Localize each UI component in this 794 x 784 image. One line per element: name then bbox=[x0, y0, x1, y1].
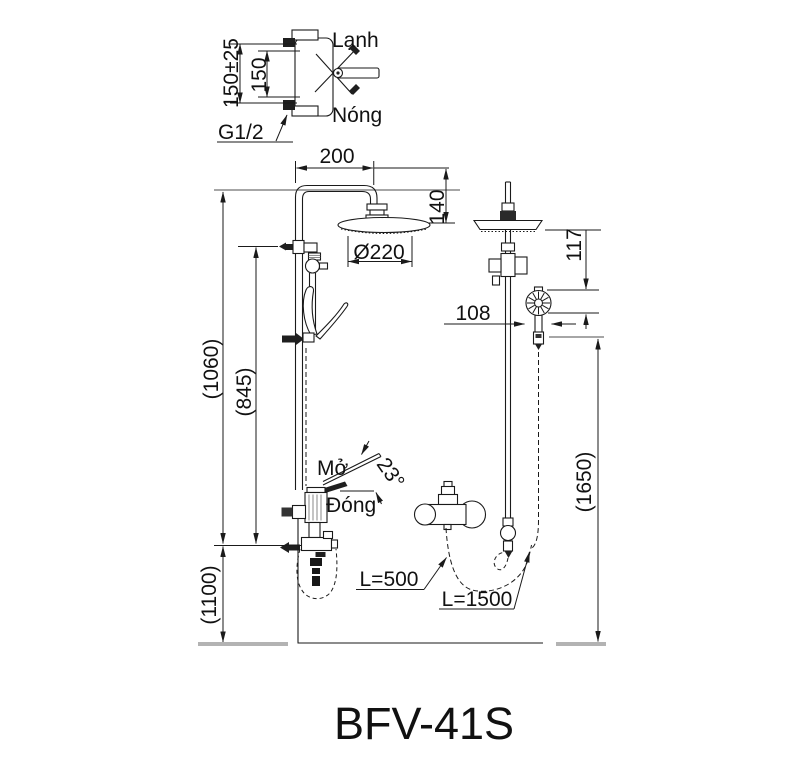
hose-short-label: L=500 bbox=[360, 568, 419, 591]
close-label: Đóng bbox=[326, 494, 376, 517]
floor-line bbox=[198, 642, 606, 646]
cold-label: Lạnh bbox=[332, 29, 379, 52]
hand-shower-side bbox=[525, 286, 552, 350]
overhead-shower-side bbox=[472, 219, 544, 231]
overhead-shower-front bbox=[337, 216, 431, 234]
lever-angle: 23° bbox=[372, 454, 409, 493]
front-view-drawing: 200 140 Ø220 (1060) (845) (1100) 23° Mở … bbox=[198, 145, 460, 643]
dim-hand-shower-drop: 117 bbox=[563, 228, 586, 261]
diverter-valve-front bbox=[280, 440, 384, 600]
open-label: Mở bbox=[317, 457, 348, 480]
hose-long-label: L=1500 bbox=[442, 588, 513, 611]
dim-spacing: 150 bbox=[248, 57, 271, 92]
dim-head-drop: 140 bbox=[426, 189, 449, 224]
dim-overall-height-side: (1650) bbox=[573, 452, 596, 513]
wall-valve-detail: 150±25 150 G1/2 Lạnh Nóng bbox=[217, 29, 382, 144]
dim-overall-height-front: (1060) bbox=[200, 339, 223, 400]
hot-label: Nóng bbox=[332, 104, 382, 127]
cross-handle bbox=[314, 44, 380, 95]
dim-arm-length: 200 bbox=[319, 145, 354, 168]
thread-label: G1/2 bbox=[218, 121, 264, 144]
dim-head-diameter: Ø220 bbox=[353, 241, 404, 264]
side-view-drawing: 117 108 (1650) L=500 L=1500 bbox=[356, 181, 604, 642]
dim-install-spacing: 150±25 bbox=[220, 38, 243, 108]
hand-shower-front bbox=[282, 286, 349, 345]
mixer-valve-side bbox=[413, 480, 487, 531]
dim-hand-shower-offset: 108 bbox=[455, 302, 490, 325]
dim-valve-to-floor: (1100) bbox=[198, 565, 221, 624]
model-title: BFV-41S bbox=[334, 698, 514, 749]
dim-bar-height: (845) bbox=[233, 367, 256, 416]
